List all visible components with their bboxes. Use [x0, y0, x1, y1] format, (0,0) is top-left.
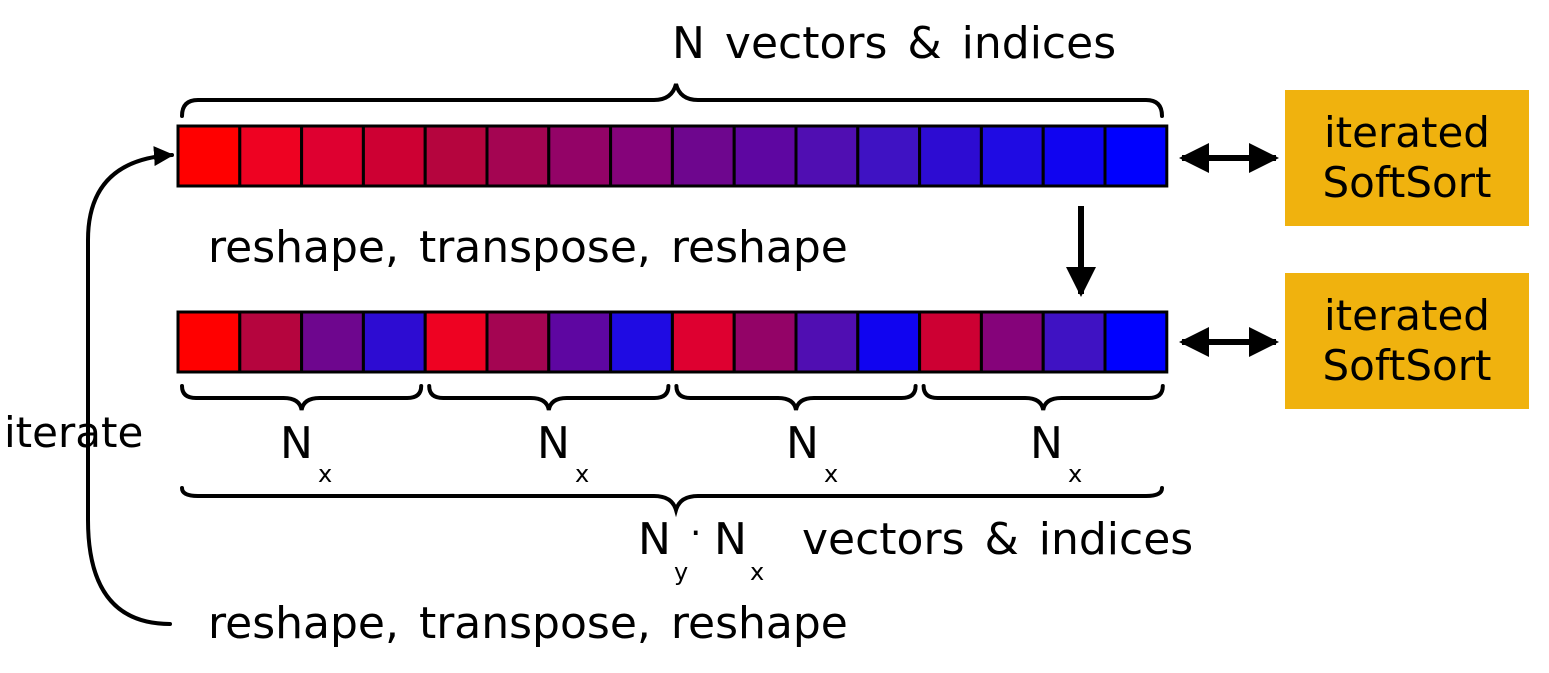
- bottom-row-cell-1: [176, 310, 242, 374]
- bottom-count-rest: vectors & indices: [802, 514, 1194, 565]
- top-row-cell-6: [485, 124, 551, 188]
- softsort-box-top-line2: SoftSort: [1322, 158, 1492, 207]
- bottom-row-cell-11: [794, 310, 860, 374]
- group-brace-4: [921, 384, 1165, 411]
- top-row-cell-3: [300, 124, 365, 188]
- bottom-count-x: x: [750, 558, 765, 586]
- bottom-row-cell-5: [423, 310, 489, 374]
- reshape-bottom-label: reshape, transpose, reshape: [208, 598, 848, 649]
- bottom-row-cell-15: [1041, 310, 1107, 374]
- group-label-1: N: [280, 418, 313, 469]
- group-brace-3: [674, 384, 918, 411]
- group-label-3: N: [786, 418, 819, 469]
- top-row-cell-8: [609, 124, 674, 188]
- softsort-box-top: iterated SoftSort: [1285, 90, 1529, 226]
- top-row-cell-9: [670, 124, 736, 188]
- bottom-count-y: y: [674, 558, 689, 586]
- group-subscript-4: x: [1068, 460, 1083, 488]
- top-count-label: N vectors & indices: [672, 18, 1117, 69]
- top-row-cell-7: [547, 124, 613, 188]
- bottom-row-cell-9: [670, 310, 736, 374]
- bottom-count-n2: N: [714, 514, 747, 565]
- bottom-row-cell-8: [609, 310, 674, 374]
- top-row-cell-14: [979, 124, 1045, 188]
- bottom-row-cell-6: [485, 310, 551, 374]
- softsort-box-bottom: iterated SoftSort: [1285, 273, 1529, 409]
- group-subscript-3: x: [824, 460, 839, 488]
- group-brace-2: [427, 384, 671, 411]
- group-subscript-1: x: [318, 460, 333, 488]
- bottom-row-cell-14: [979, 310, 1045, 374]
- top-row-cell-5: [423, 124, 489, 188]
- top-row-cell-13: [918, 124, 983, 188]
- group-subscript-2: x: [575, 460, 590, 488]
- iterate-label: iterate: [4, 408, 144, 457]
- softsort-box-top-line1: iterated: [1324, 107, 1490, 157]
- reshape-middle-label: reshape, transpose, reshape: [208, 222, 848, 273]
- bottom-row-cell-4: [361, 310, 427, 374]
- top-row-cell-1: [176, 124, 242, 188]
- top-row-cell-12: [856, 124, 922, 188]
- top-row-cell-4: [361, 124, 427, 188]
- softsort-box-bottom-line2: SoftSort: [1322, 341, 1492, 390]
- bottom-row-cell-3: [300, 310, 365, 374]
- bottom-vector-row: [176, 310, 1169, 374]
- group-label-2: N: [537, 418, 570, 469]
- top-row-cell-10: [732, 124, 798, 188]
- bottom-count-dot: ·: [690, 513, 702, 554]
- top-row-cell-11: [794, 124, 860, 188]
- bottom-row-cell-7: [547, 310, 613, 374]
- group-brace-1: [180, 384, 424, 411]
- softsort-box-bottom-line1: iterated: [1324, 290, 1490, 340]
- bottom-row-cell-16: [1103, 310, 1169, 374]
- iterate-loop-arrow: [86, 146, 174, 626]
- bottom-row-cell-10: [732, 310, 798, 374]
- top-row-cell-2: [238, 124, 304, 188]
- top-brace: [180, 83, 1164, 118]
- bottom-brace: [180, 486, 1164, 518]
- bottom-count-n: N: [638, 514, 671, 565]
- group-label-4: N: [1030, 418, 1063, 469]
- bottom-row-cell-12: [856, 310, 922, 374]
- top-row-cell-15: [1041, 124, 1107, 188]
- bottom-row-cell-2: [238, 310, 304, 374]
- bottom-row-cell-13: [918, 310, 983, 374]
- top-vector-row: [176, 124, 1169, 188]
- top-row-cell-16: [1103, 124, 1169, 188]
- group-braces: [180, 384, 1165, 411]
